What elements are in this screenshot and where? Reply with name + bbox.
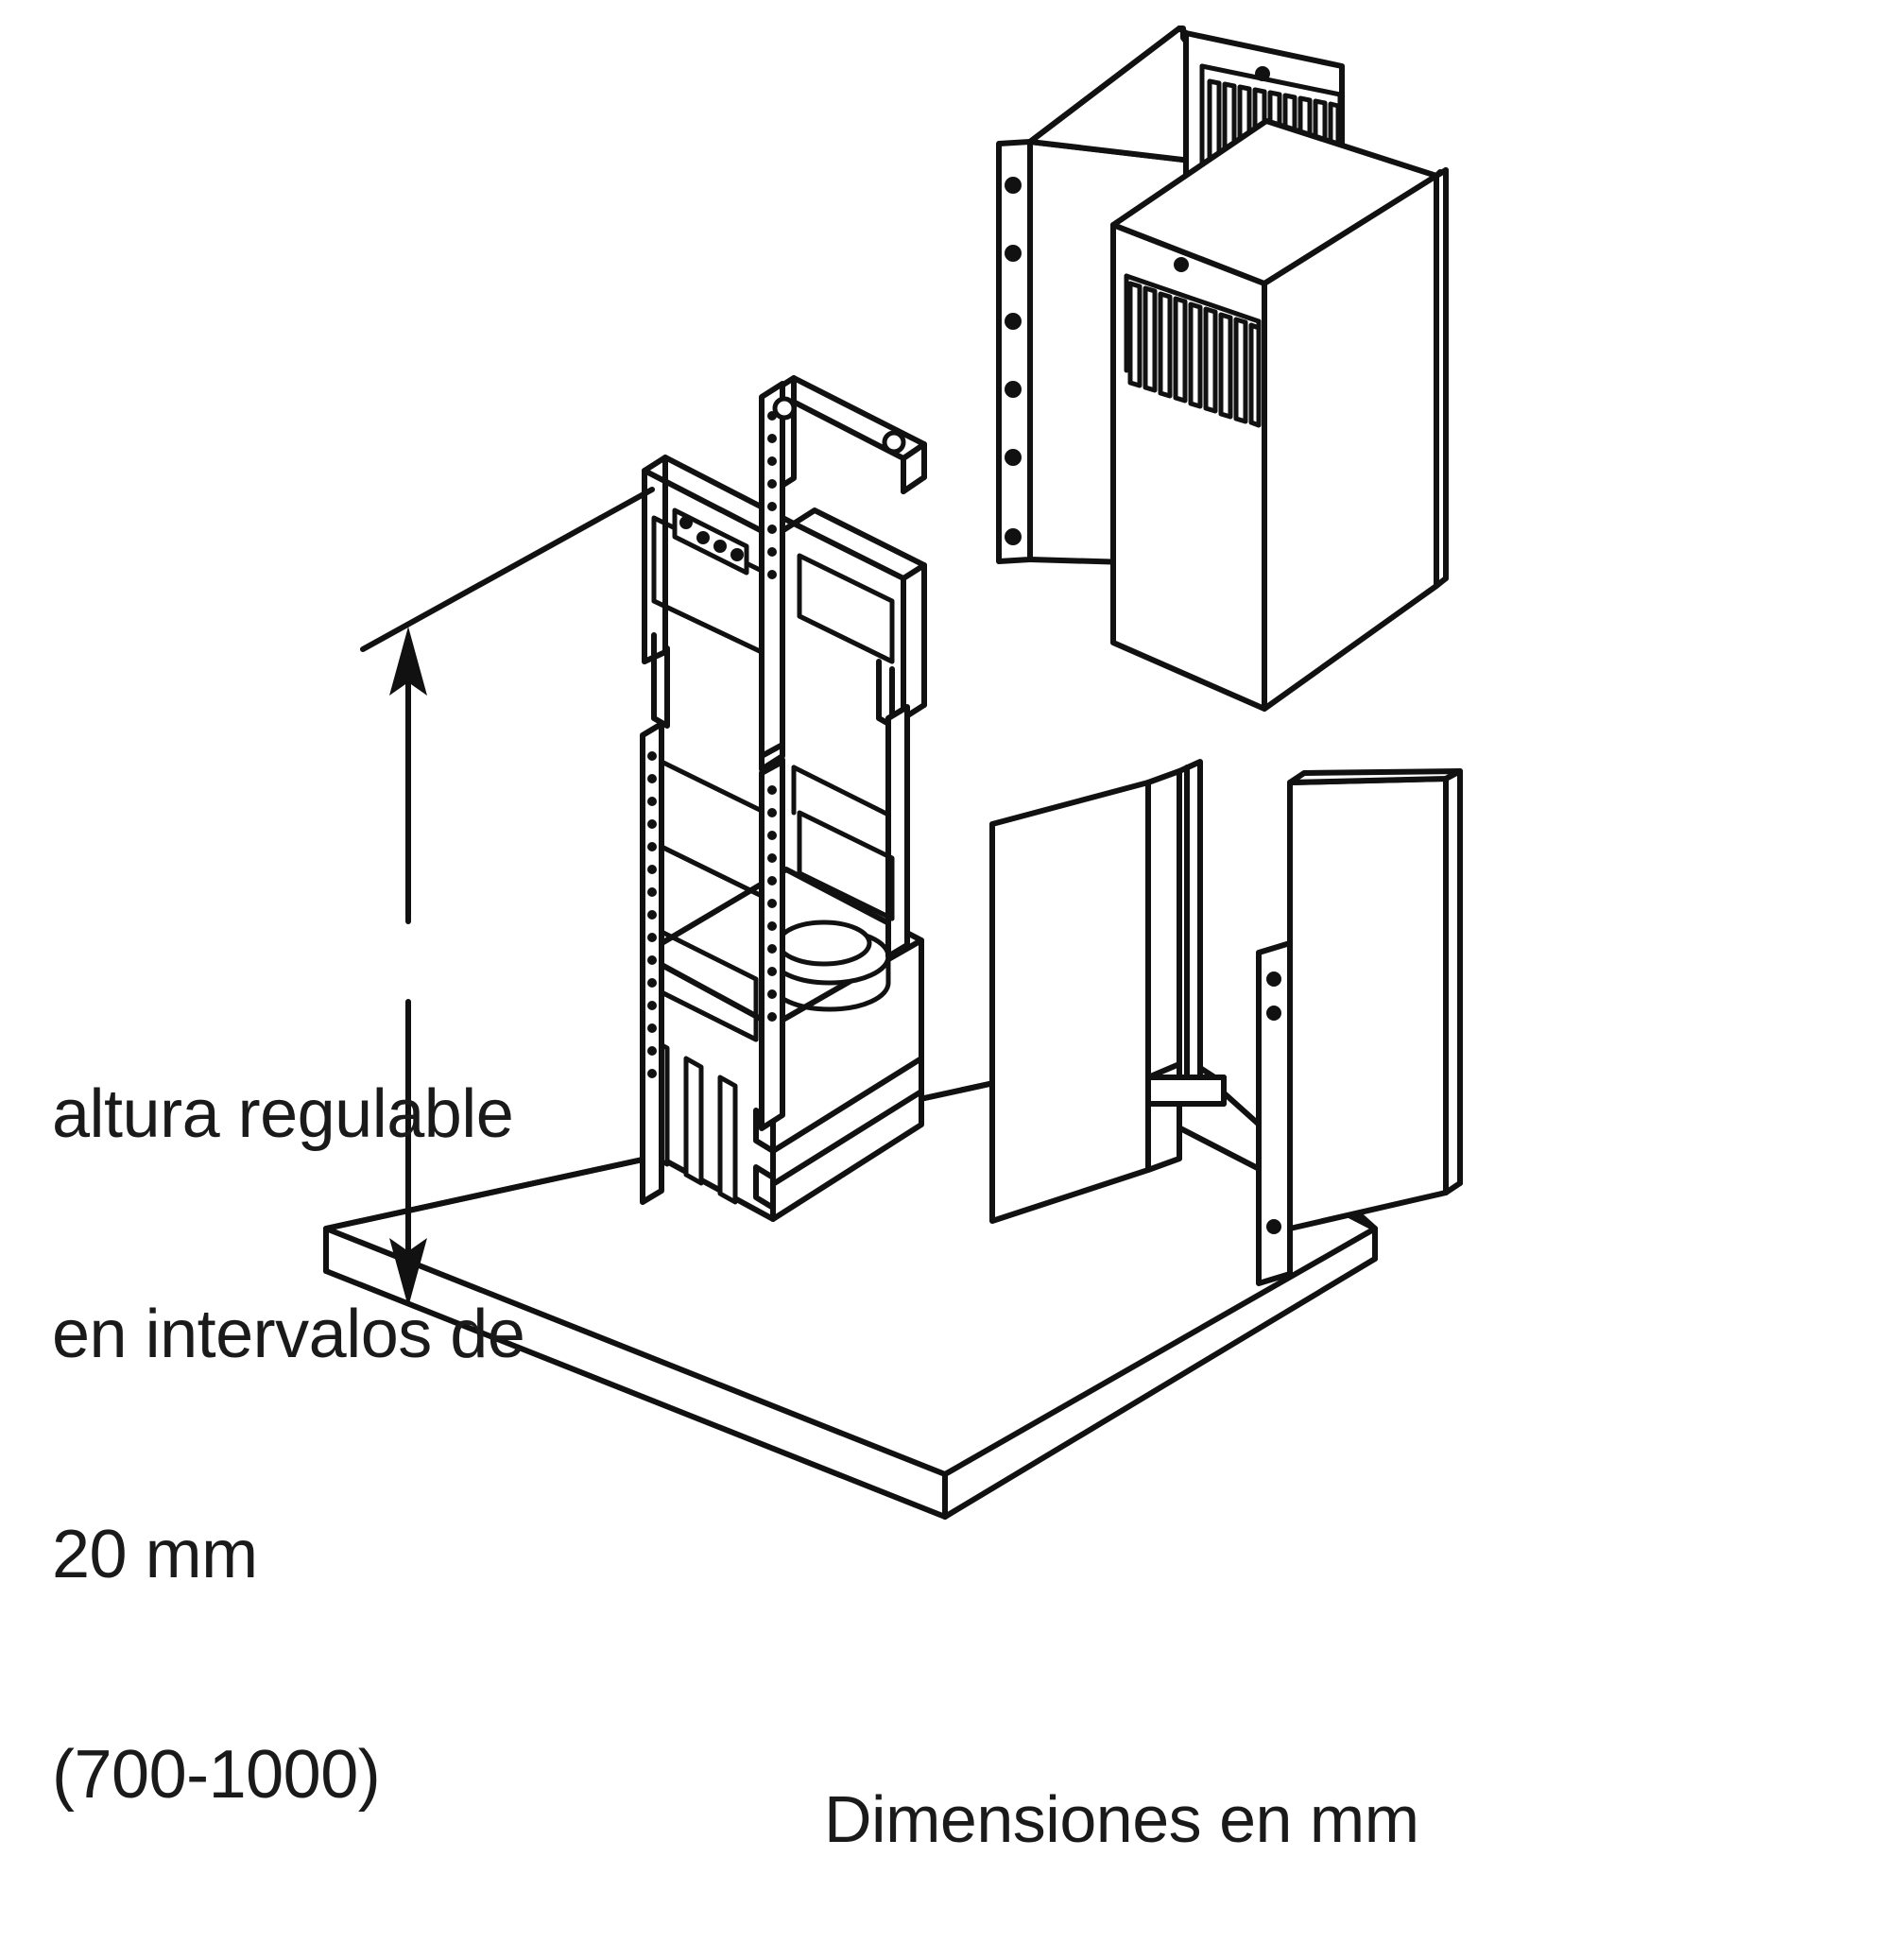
dimension-arrow-up (389, 627, 427, 924)
dimensiones-en-mm-caption: Dimensiones en mm (824, 1782, 1419, 1856)
chimney-lower-panel (989, 759, 1227, 1224)
motor-housing (640, 867, 924, 1222)
leader-line-to-ceiling (360, 487, 655, 652)
note-line-3: 20 mm (52, 1517, 258, 1592)
dimension-arrow-down (389, 999, 427, 1307)
chimney-lower-panel-rear (1256, 768, 1463, 1286)
diagram-canvas: altura regulable en intervalos de 20 mm … (52, 26, 1463, 1856)
flange-mounting-holes-lower-rear (1266, 971, 1281, 1234)
louver-vent-upper-front (1124, 273, 1262, 428)
note-line-1: altura regulable (52, 1075, 514, 1152)
telescopic-mounting-frame (640, 375, 927, 1205)
altura-regulable-note: altura regulable en intervalos de 20 mm … (52, 931, 525, 1960)
left-rail-holes (647, 751, 657, 1078)
note-line-4: (700-1000) (52, 1737, 381, 1814)
flange-mounting-holes-upper-rear (1005, 177, 1022, 545)
adjustment-rail-holes-lower (767, 785, 777, 1022)
chimney-upper-panel (1110, 118, 1449, 712)
technical-line-drawing (323, 26, 1463, 1520)
note-line-2: en intervalos de (52, 1296, 525, 1372)
adjustment-rail-holes-upper (767, 411, 777, 579)
